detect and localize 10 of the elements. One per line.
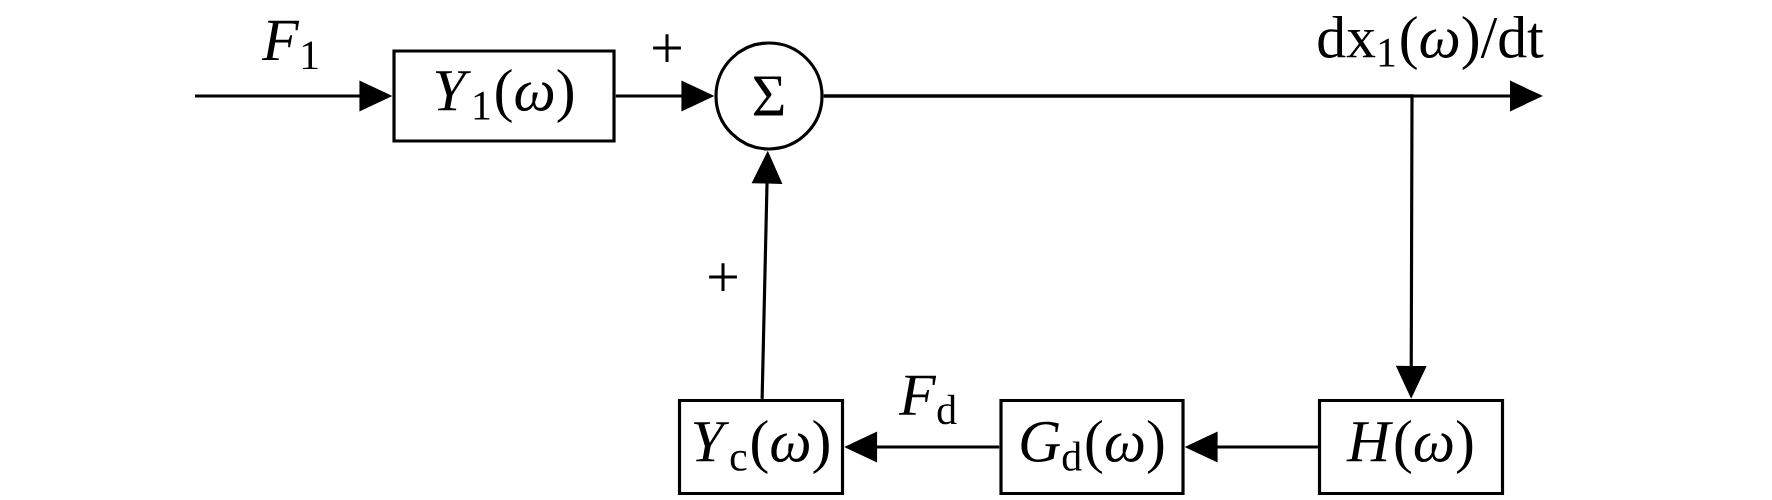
edge-label: F$_{d}$	[898, 375, 957, 425]
edge-label: F$_{1}$	[261, 20, 318, 70]
block-box: G$_{d}$(ω)	[999, 398, 1185, 496]
block-box: Y$_{c}$(ω)	[677, 398, 845, 496]
edge-label: dx$_{1}$(ω)/dt	[1318, 15, 1544, 71]
edge-label: +	[709, 263, 737, 291]
summing-junction: Σ	[714, 41, 824, 151]
block-box: H(ω)	[1317, 398, 1505, 496]
block-box: Y$_{1}$(ω)	[392, 49, 616, 143]
edge-label: +	[653, 34, 681, 62]
